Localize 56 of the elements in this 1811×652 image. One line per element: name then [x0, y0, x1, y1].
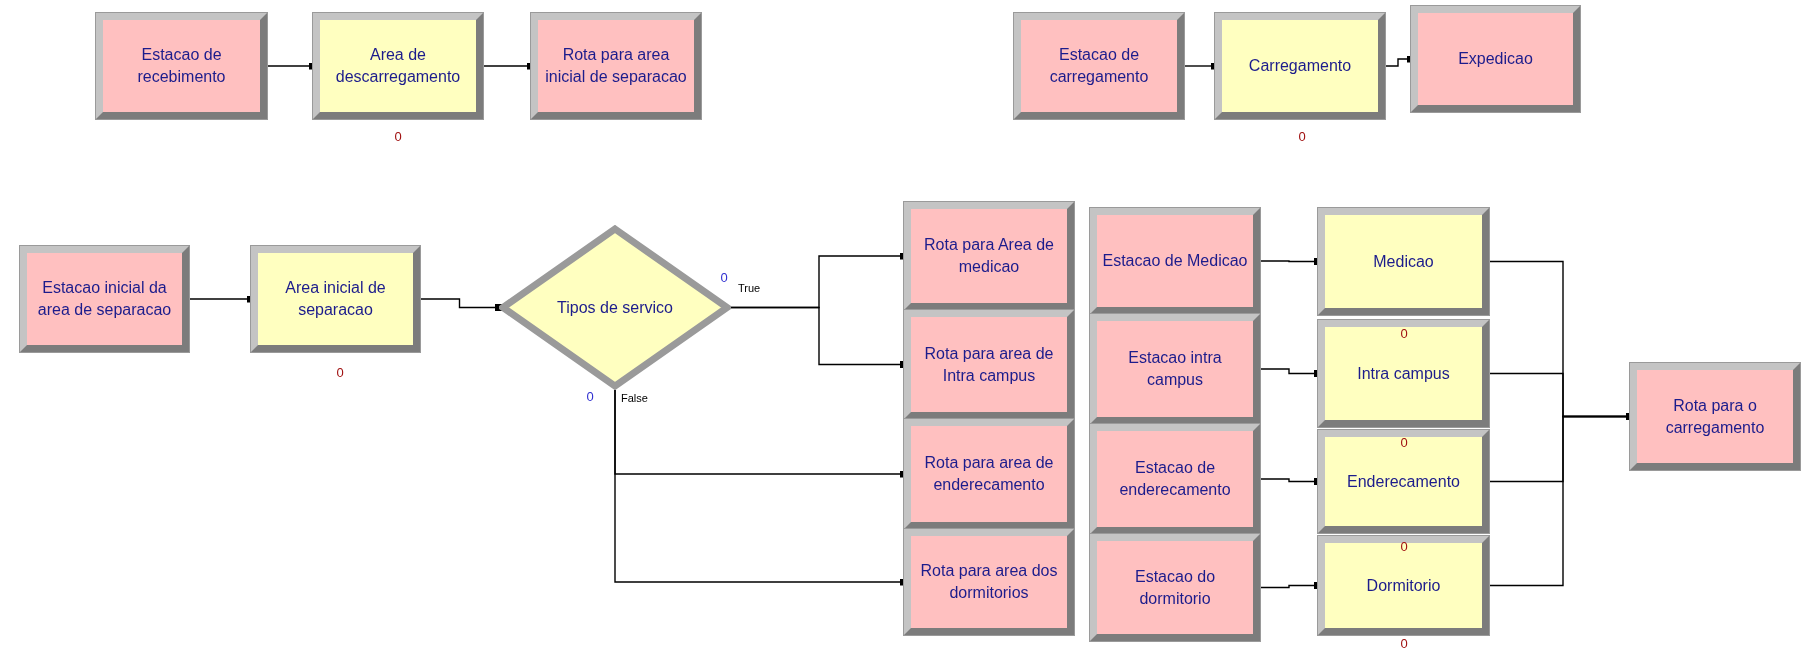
node-label: Rota para o carregamento: [1664, 395, 1766, 438]
exit-label: True: [738, 282, 761, 294]
station-box: [1090, 208, 1260, 314]
node-label: Area de descarregamento: [334, 45, 462, 87]
process-box: [1318, 208, 1489, 315]
node-label: Enderecamento: [1347, 471, 1460, 492]
node-label: Estacao inicial da area de separacao: [36, 278, 173, 320]
node-label: Carregamento: [1248, 56, 1352, 77]
station-box: [904, 310, 1074, 419]
counter-value: 0: [1298, 129, 1306, 143]
counter-value: 0: [1400, 326, 1408, 340]
station-box: [904, 529, 1074, 635]
station-box: [904, 202, 1074, 310]
node-label: Estacao de enderecamento: [1118, 458, 1232, 500]
counter-value: 0: [586, 389, 594, 403]
station-box: [904, 419, 1074, 529]
node-label: Rota para Area de medicao: [923, 235, 1055, 277]
station-box: [1090, 534, 1260, 641]
counter-value: 0: [1400, 539, 1408, 553]
station-box: [1090, 424, 1260, 534]
process-box: [1318, 320, 1489, 427]
node-label: Area inicial de separacao: [284, 278, 387, 320]
process-box: [1318, 536, 1489, 635]
node-label: Dormitorio: [1366, 575, 1441, 596]
node-label: Estacao de Medicao: [1102, 251, 1248, 272]
node-label: Estacao do dormitorio: [1133, 566, 1217, 609]
node-label: Estacao de recebimento: [136, 45, 227, 87]
node-label: Rota para area de Intra campus: [923, 343, 1055, 386]
station-box: [1090, 314, 1260, 424]
process-box: [251, 246, 420, 352]
counter-value: 0: [720, 270, 728, 284]
station-box: [1411, 6, 1580, 112]
node-label: Expedicao: [1458, 49, 1533, 70]
node-label: Rota para area de enderecamento: [923, 453, 1055, 495]
node-label: Estacao de carregamento: [1048, 45, 1150, 87]
node-label: Rota para area dos dormitorios: [919, 561, 1059, 603]
process-box: [313, 13, 483, 119]
station-box: [1630, 363, 1800, 470]
station-box: [20, 246, 189, 352]
counter-value: 0: [394, 129, 402, 143]
counter-value: 0: [1400, 636, 1408, 650]
counter-value: 0: [1400, 435, 1408, 449]
decision-diamond: [499, 225, 731, 390]
node-label: Medicao: [1373, 251, 1434, 272]
connector-line: [419, 298, 502, 311]
node-label: Tipos de servico: [557, 297, 673, 318]
node-label: Intra campus: [1357, 363, 1450, 384]
process-box: [1215, 13, 1385, 119]
node-label: Estacao intra campus: [1127, 348, 1223, 390]
process-box: [1318, 430, 1489, 533]
station-box: [1014, 13, 1184, 119]
station-box: [531, 13, 701, 119]
exit-label: False: [621, 392, 648, 404]
station-box: [96, 13, 267, 119]
counter-value: 0: [336, 365, 344, 379]
node-label: Rota para area inicial de separacao: [544, 45, 688, 87]
